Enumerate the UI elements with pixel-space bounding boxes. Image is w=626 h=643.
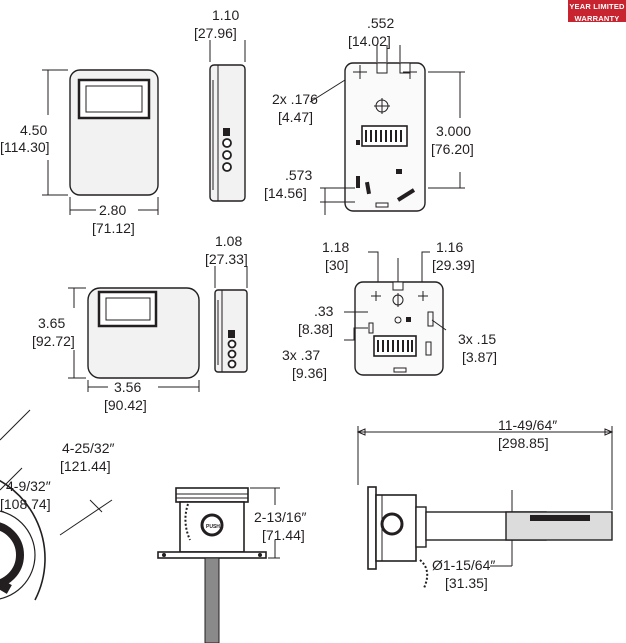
mid-back-holes: 3x .15 — [458, 331, 496, 347]
warranty-badge-line1: YEAR LIMITED — [569, 2, 625, 11]
top-back-lower-mm: [14.56] — [264, 185, 307, 201]
bottom-left-inner: 4-9/32″ — [6, 478, 51, 494]
svg-text:PUSH: PUSH — [206, 524, 220, 530]
top-front-height: 4.50 — [20, 122, 47, 138]
mid-front-width-mm: [90.42] — [104, 397, 147, 413]
top-back-vertical-mm: [76.20] — [431, 141, 474, 157]
top-front-view — [42, 69, 159, 215]
warranty-badge-line2: WARRANTY — [574, 13, 620, 23]
mid-back-right-offset: 1.16 — [436, 239, 463, 255]
mid-front-height-mm: [92.72] — [32, 333, 75, 349]
top-back-hole-spacing: .552 — [367, 15, 394, 31]
warranty-badge: YEAR LIMITED WARRANTY — [568, 0, 626, 22]
bottom-mid-view: PUSH — [157, 487, 280, 643]
bottom-left-outer-mm: [121.44] — [60, 458, 111, 474]
bottom-left-inner-mm: [108.74] — [0, 496, 51, 512]
top-front-width: 2.80 — [99, 202, 126, 218]
top-back-hole-spacing-mm: [14.02] — [348, 33, 391, 49]
bottom-right-view — [356, 426, 614, 589]
mid-back-left-offset: 1.18 — [322, 239, 349, 255]
bottom-right-length: 11-49/64″ — [498, 417, 557, 433]
bottom-right-length-mm: [298.85] — [498, 435, 549, 451]
bottom-right-diameter-mm: [31.35] — [445, 575, 488, 591]
mid-front-view — [68, 287, 200, 392]
mid-back-holes-mm: [3.87] — [462, 349, 497, 365]
bottom-mid-height: 2-13/16″ — [254, 509, 306, 525]
mid-back-slots-mm: [9.36] — [292, 365, 327, 381]
mid-back-left-offset-mm: [30] — [325, 257, 348, 273]
bottom-left-outer: 4-25/32″ — [62, 440, 114, 456]
top-back-holes: 2x .176 — [272, 91, 318, 107]
mid-side-depth-mm: [27.33] — [205, 251, 248, 267]
top-back-view — [309, 45, 465, 215]
mid-back-left-hole-mm: [8.38] — [298, 321, 333, 337]
mid-back-slots: 3x .37 — [282, 347, 320, 363]
top-side-view — [209, 40, 246, 202]
mid-side-view — [214, 266, 248, 373]
mid-front-width: 3.56 — [114, 379, 141, 395]
top-back-lower: .573 — [285, 167, 312, 183]
bottom-right-diameter: Ø1-15/64″ — [432, 557, 495, 573]
bottom-mid-height-mm: [71.44] — [262, 527, 305, 543]
mid-front-height: 3.65 — [38, 315, 65, 331]
top-side-depth: 1.10 — [212, 7, 239, 23]
top-front-width-mm: [71.12] — [92, 220, 135, 236]
mid-back-right-offset-mm: [29.39] — [432, 257, 475, 273]
top-back-holes-mm: [4.47] — [278, 109, 313, 125]
mid-back-left-hole: .33 — [314, 303, 334, 319]
top-front-height-mm: [114.30] — [0, 139, 50, 155]
mid-back-view — [344, 251, 447, 376]
mid-side-depth: 1.08 — [215, 233, 242, 249]
top-side-depth-mm: [27.96] — [194, 25, 237, 41]
bottom-left-view — [0, 409, 113, 601]
top-back-vertical: 3.000 — [436, 123, 471, 139]
